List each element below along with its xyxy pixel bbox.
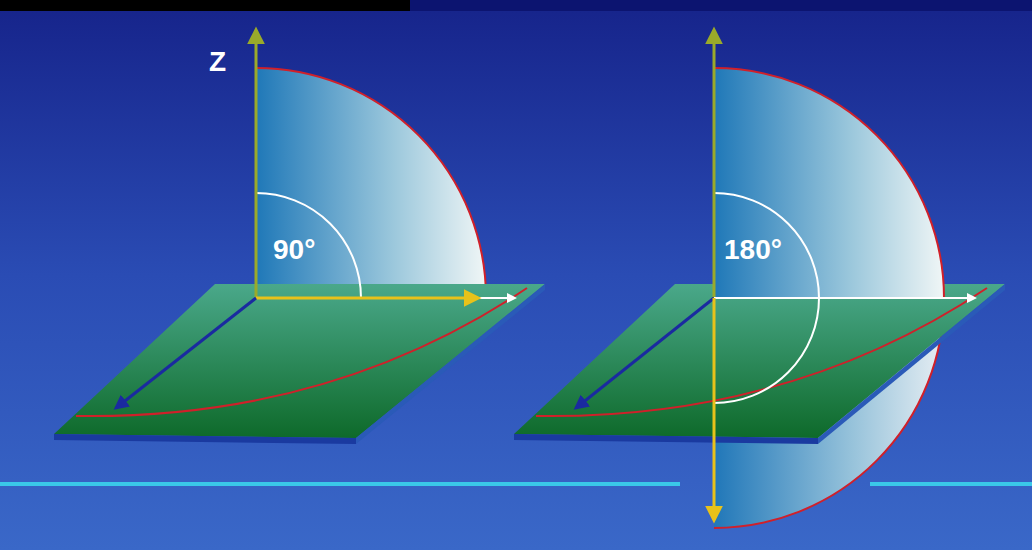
axis-label: Z: [209, 48, 226, 76]
angle-label: 180°: [724, 236, 782, 264]
angle-label: 90°: [273, 236, 315, 264]
